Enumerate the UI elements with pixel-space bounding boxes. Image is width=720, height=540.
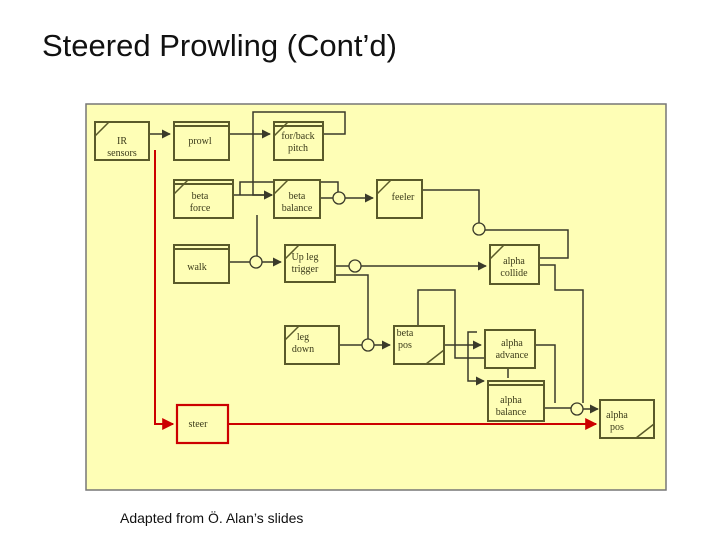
module-label-line: sensors xyxy=(107,148,137,159)
module-label-line: steer xyxy=(189,419,209,430)
module-label-line: alpha xyxy=(501,338,523,349)
module-walk: walk xyxy=(173,244,230,284)
module-label-line: advance xyxy=(496,350,529,361)
module-box xyxy=(284,325,340,365)
module-label-line: feeler xyxy=(392,192,415,203)
module-label-line: prowl xyxy=(188,136,212,147)
suppressor-node xyxy=(348,259,362,273)
module-label-line: beta xyxy=(289,191,306,202)
module-box xyxy=(173,179,234,219)
module-steer: steer xyxy=(175,403,230,445)
suppressor-node xyxy=(361,338,375,352)
module-feeler: feeler xyxy=(376,179,423,219)
slide-caption: Adapted from Ö. Alan’s slides xyxy=(120,510,304,526)
module-box xyxy=(487,380,545,422)
module-box xyxy=(173,244,230,284)
module-flag-mark xyxy=(273,121,289,137)
module-box xyxy=(173,121,230,161)
slide-title: Steered Prowling (Cont’d) xyxy=(42,28,397,63)
wire-collide-node xyxy=(539,264,584,403)
wire-steer-input xyxy=(154,150,175,430)
suppressor-node xyxy=(249,255,263,269)
module-label-line: trigger xyxy=(292,264,319,275)
suppressor-node xyxy=(570,402,584,416)
module-flag-mark xyxy=(94,121,110,137)
module-label-line: Up leg xyxy=(292,252,319,263)
module-label-line: walk xyxy=(187,262,206,273)
module-box xyxy=(489,244,540,285)
module-flag-mark xyxy=(173,179,189,195)
module-label-line: pos xyxy=(398,340,412,351)
module-box xyxy=(175,403,230,445)
module-corner-mark xyxy=(425,349,445,365)
module-flag-mark xyxy=(489,244,505,260)
module-label-line: leg xyxy=(297,332,309,343)
module-flag-mark xyxy=(376,179,392,195)
module-box xyxy=(284,244,336,283)
module-flag-mark xyxy=(284,244,300,260)
wire-advance-balance xyxy=(467,331,485,386)
module-label-line: alpha xyxy=(503,256,525,267)
module-label: walk xyxy=(187,262,206,273)
module-flag-mark xyxy=(284,325,300,341)
module-label-line: beta xyxy=(192,191,209,202)
module-flag-mark xyxy=(273,179,289,195)
module-label-line: force xyxy=(190,203,211,214)
module-label-line: collide xyxy=(500,268,528,279)
module-label-line: IR xyxy=(117,136,127,147)
diagram-panel xyxy=(85,103,667,491)
module-box xyxy=(484,329,536,369)
module-label-line: alpha xyxy=(500,395,522,406)
module-label-line: down xyxy=(292,344,314,355)
module-label-line: alpha xyxy=(606,410,628,421)
module-label-line: beta xyxy=(397,328,414,339)
module-label: prowl xyxy=(188,136,212,147)
module-label: feeler xyxy=(392,192,415,203)
wire-feeler-node xyxy=(422,189,480,223)
module-box xyxy=(94,121,150,161)
module-corner-mark xyxy=(635,423,655,439)
module-label-line: balance xyxy=(496,407,527,418)
module-label: steer xyxy=(189,419,209,430)
module-prowl: prowl xyxy=(173,121,230,161)
module-label-line: pitch xyxy=(288,143,308,154)
module-label-line: balance xyxy=(282,203,313,214)
wire-advance-node xyxy=(535,344,556,403)
module-label-line: for/back xyxy=(281,131,314,142)
suppressor-node xyxy=(472,222,486,236)
module-label-line: pos xyxy=(610,422,624,433)
suppressor-node xyxy=(332,191,346,205)
module-box xyxy=(393,325,445,365)
